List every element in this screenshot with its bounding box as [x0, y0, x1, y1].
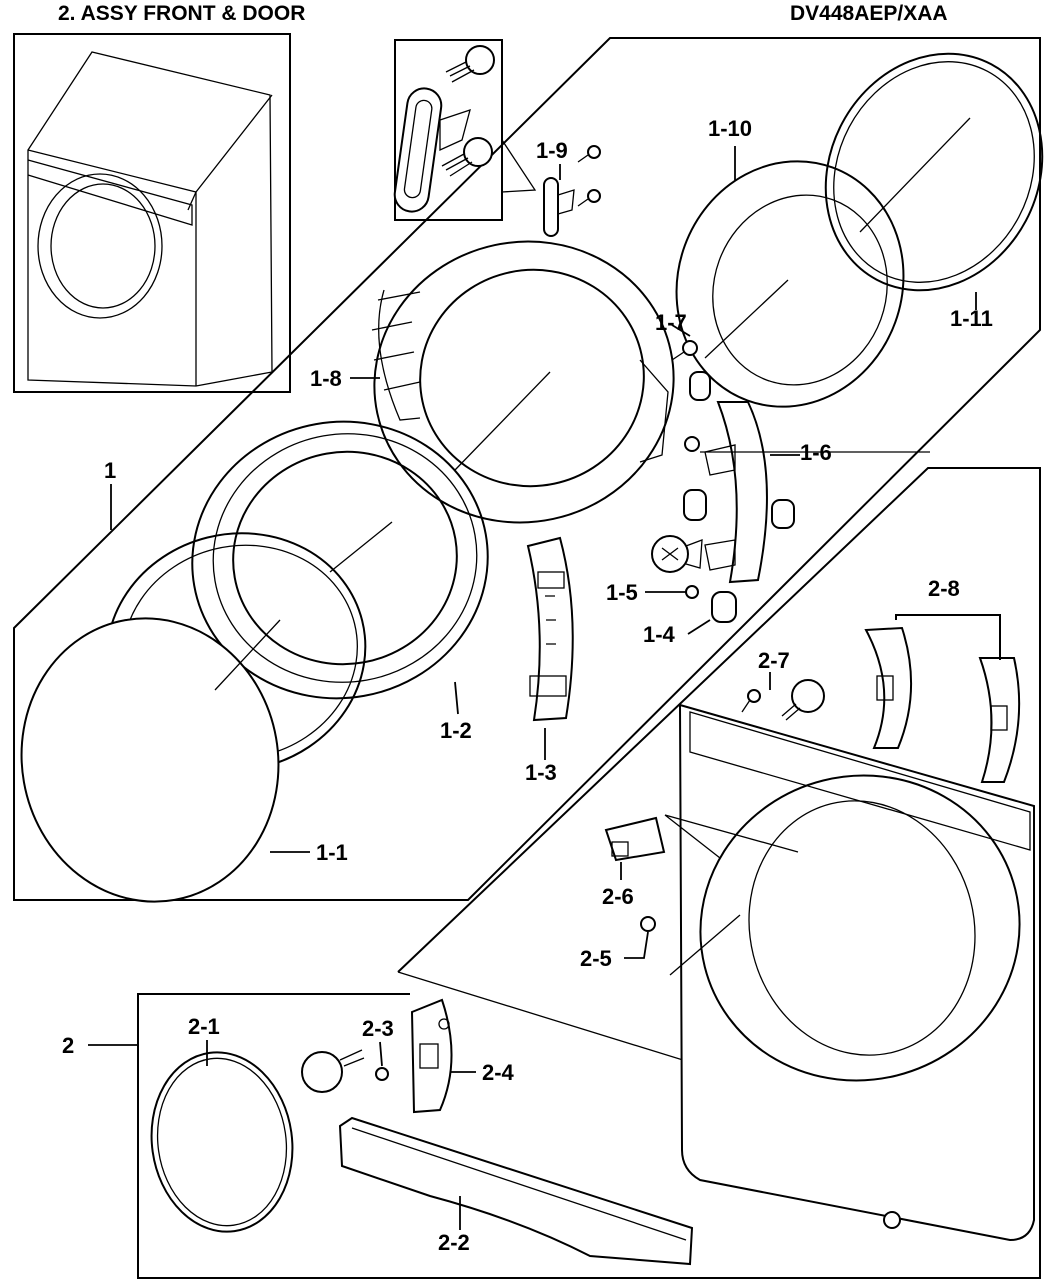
- part-1-7-screw: [671, 340, 698, 361]
- part-1-4-bushing: [711, 591, 737, 623]
- part-2-2-bottom-trim: [338, 1116, 694, 1266]
- callout-1-4: 1-4: [643, 622, 675, 647]
- part-2-8-brackets: [864, 614, 1021, 783]
- model-number: DV448AEP/XAA: [790, 2, 948, 25]
- callout-2-5: 2-5: [580, 946, 612, 971]
- part-2-1-ring: [150, 1051, 294, 1233]
- part-2-6-switch: [604, 816, 666, 862]
- screw-icon: [883, 1211, 901, 1229]
- callout-2-4: 2-4: [482, 1060, 514, 1085]
- callout-2-6: 2-6: [602, 884, 634, 909]
- callout-2-1: 2-1: [188, 1014, 220, 1039]
- callout-1-1: 1-1: [316, 840, 348, 865]
- callout-1-8: 1-8: [310, 366, 342, 391]
- callout-2-8: 2-8: [928, 576, 960, 601]
- hinge-detail-box: [393, 39, 537, 221]
- part-1-2-door-outer: [191, 420, 489, 700]
- callout-1-7: 1-7: [655, 310, 687, 335]
- callout-1-9: 1-9: [536, 138, 568, 163]
- part-1-5-screw: [651, 535, 703, 599]
- part-2-3-screws: [301, 1049, 389, 1093]
- part-1-10-inner-glass: [675, 160, 905, 408]
- callout-1-10: 1-10: [708, 116, 753, 141]
- part-2-4-plate: [410, 998, 453, 1114]
- callout-1-11: 1-11: [950, 306, 993, 331]
- callout-1-2: 1-2: [440, 718, 472, 743]
- callout-1: 1: [104, 458, 117, 483]
- callout-2: 2: [62, 1033, 75, 1058]
- callout-1-3: 1-3: [525, 760, 557, 785]
- part-2-7-screws: [741, 679, 825, 721]
- door-assembly-boundary: [13, 37, 1041, 901]
- dryer-overview-inset: [13, 33, 291, 393]
- screw-icon: [441, 137, 493, 177]
- screw-icon: [445, 45, 495, 83]
- page-title: 2. ASSY FRONT & DOOR: [58, 2, 306, 25]
- part-1-3-latch-plate: [526, 536, 574, 722]
- part-1-8-door-frame: [371, 240, 675, 524]
- part-2-5-screw: [640, 916, 656, 932]
- part-1-1-door-cover: [20, 532, 367, 903]
- callout-1-5: 1-5: [606, 580, 638, 605]
- part-1-11-door-gasket: [824, 52, 1044, 292]
- callout-1-6: 1-6: [800, 440, 832, 465]
- part-1-6-hinge-bracket: [683, 371, 930, 584]
- front-panel: [664, 703, 1035, 1242]
- part-1-9-hinge: [543, 145, 601, 237]
- callout-2-2: 2-2: [438, 1230, 470, 1255]
- leader-lines: [88, 146, 977, 1230]
- callout-2-3: 2-3: [362, 1016, 394, 1041]
- callout-2-7: 2-7: [758, 648, 790, 673]
